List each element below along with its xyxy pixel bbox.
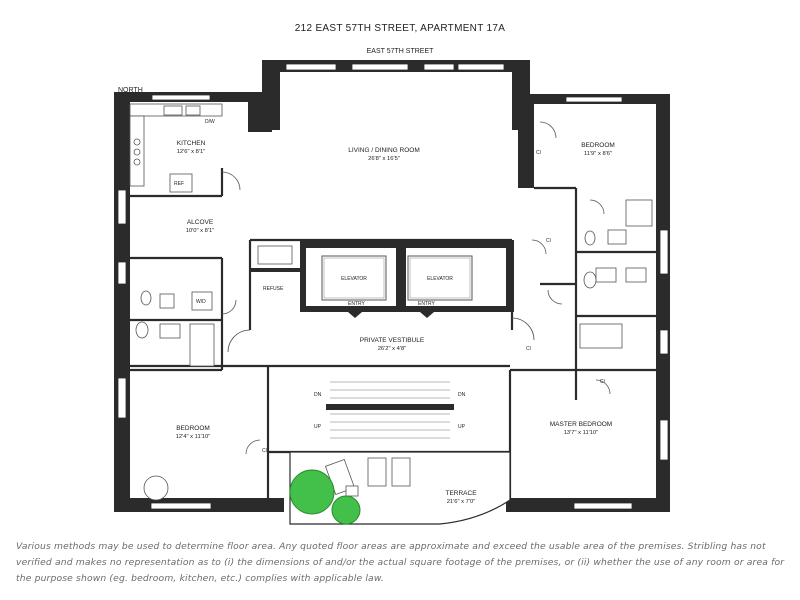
room-living-name: LIVING / DINING ROOM bbox=[348, 147, 420, 154]
room-master-dims: 13'7" x 11'10" bbox=[564, 430, 599, 436]
windows bbox=[117, 63, 669, 510]
room-labels: KITCHEN 12'6" x 8'1" LIVING / DINING ROO… bbox=[176, 140, 615, 505]
elevators bbox=[321, 255, 473, 301]
room-alcove-name: ALCOVE bbox=[187, 219, 214, 226]
entry-1-label: ENTRY bbox=[348, 301, 366, 307]
core-walls bbox=[250, 240, 514, 312]
elevator-1-label: ELEVATOR bbox=[341, 276, 367, 282]
disclaimer-text: Various methods may be used to determine… bbox=[16, 541, 785, 584]
room-bedroom2-name: BEDROOM bbox=[176, 425, 210, 432]
closet-label-4: Cl bbox=[526, 346, 531, 352]
closet-label-1: Cl bbox=[262, 448, 267, 454]
north-label: NORTH bbox=[118, 87, 143, 94]
room-terrace-dims: 21'6" x 7'0" bbox=[447, 499, 476, 505]
room-kitchen-dims: 12'6" x 8'1" bbox=[177, 149, 206, 155]
stair-dn-right: DN bbox=[458, 392, 466, 398]
kitchen-fixtures bbox=[129, 103, 223, 193]
room-bedroom1-name: BEDROOM bbox=[581, 142, 615, 149]
fixture-labels: D/W REF W/D REFUSE ELEVATOR ELEVATOR ENT… bbox=[174, 119, 605, 454]
room-bedroom1-dims: 11'9" x 8'6" bbox=[584, 151, 612, 157]
bath-fixtures bbox=[135, 199, 653, 501]
stairs bbox=[326, 381, 454, 439]
elevator-2-label: ELEVATOR bbox=[427, 276, 453, 282]
room-kitchen-name: KITCHEN bbox=[177, 140, 206, 147]
room-living-dims: 26'8" x 16'5" bbox=[368, 156, 400, 162]
terrace-trees bbox=[289, 469, 361, 525]
entry-2-label: ENTRY bbox=[418, 301, 436, 307]
refuse-label: REFUSE bbox=[263, 286, 284, 292]
refrigerator-label: REF bbox=[174, 181, 184, 187]
room-vestibule-dims: 26'2" x 4'8" bbox=[378, 346, 407, 352]
stair-dn-left: DN bbox=[314, 392, 322, 398]
stair-up-left: UP bbox=[314, 424, 322, 430]
room-alcove-dims: 10'0" x 8'1" bbox=[186, 228, 215, 234]
stair-up-right: UP bbox=[458, 424, 466, 430]
closet-label-3: Cl bbox=[546, 238, 551, 244]
street-label: EAST 57TH STREET bbox=[367, 48, 435, 55]
dishwasher-label: D/W bbox=[205, 119, 215, 125]
entry-arrows bbox=[348, 312, 434, 318]
room-bedroom2-dims: 12'4" x 11'10" bbox=[176, 434, 211, 440]
room-vestibule-name: PRIVATE VESTIBULE bbox=[360, 337, 425, 344]
washer-dryer-label: W/D bbox=[196, 299, 206, 305]
room-master-name: MASTER BEDROOM bbox=[550, 421, 612, 428]
room-terrace-name: TERRACE bbox=[445, 490, 477, 497]
door-swings bbox=[221, 121, 611, 455]
plan-title: 212 EAST 57TH STREET, APARTMENT 17A bbox=[295, 23, 505, 34]
closet-label-2: Cl bbox=[536, 150, 541, 156]
closet-label-5: Cl bbox=[600, 379, 605, 385]
floor-plan: 212 EAST 57TH STREET, APARTMENT 17A EAST… bbox=[114, 23, 670, 525]
